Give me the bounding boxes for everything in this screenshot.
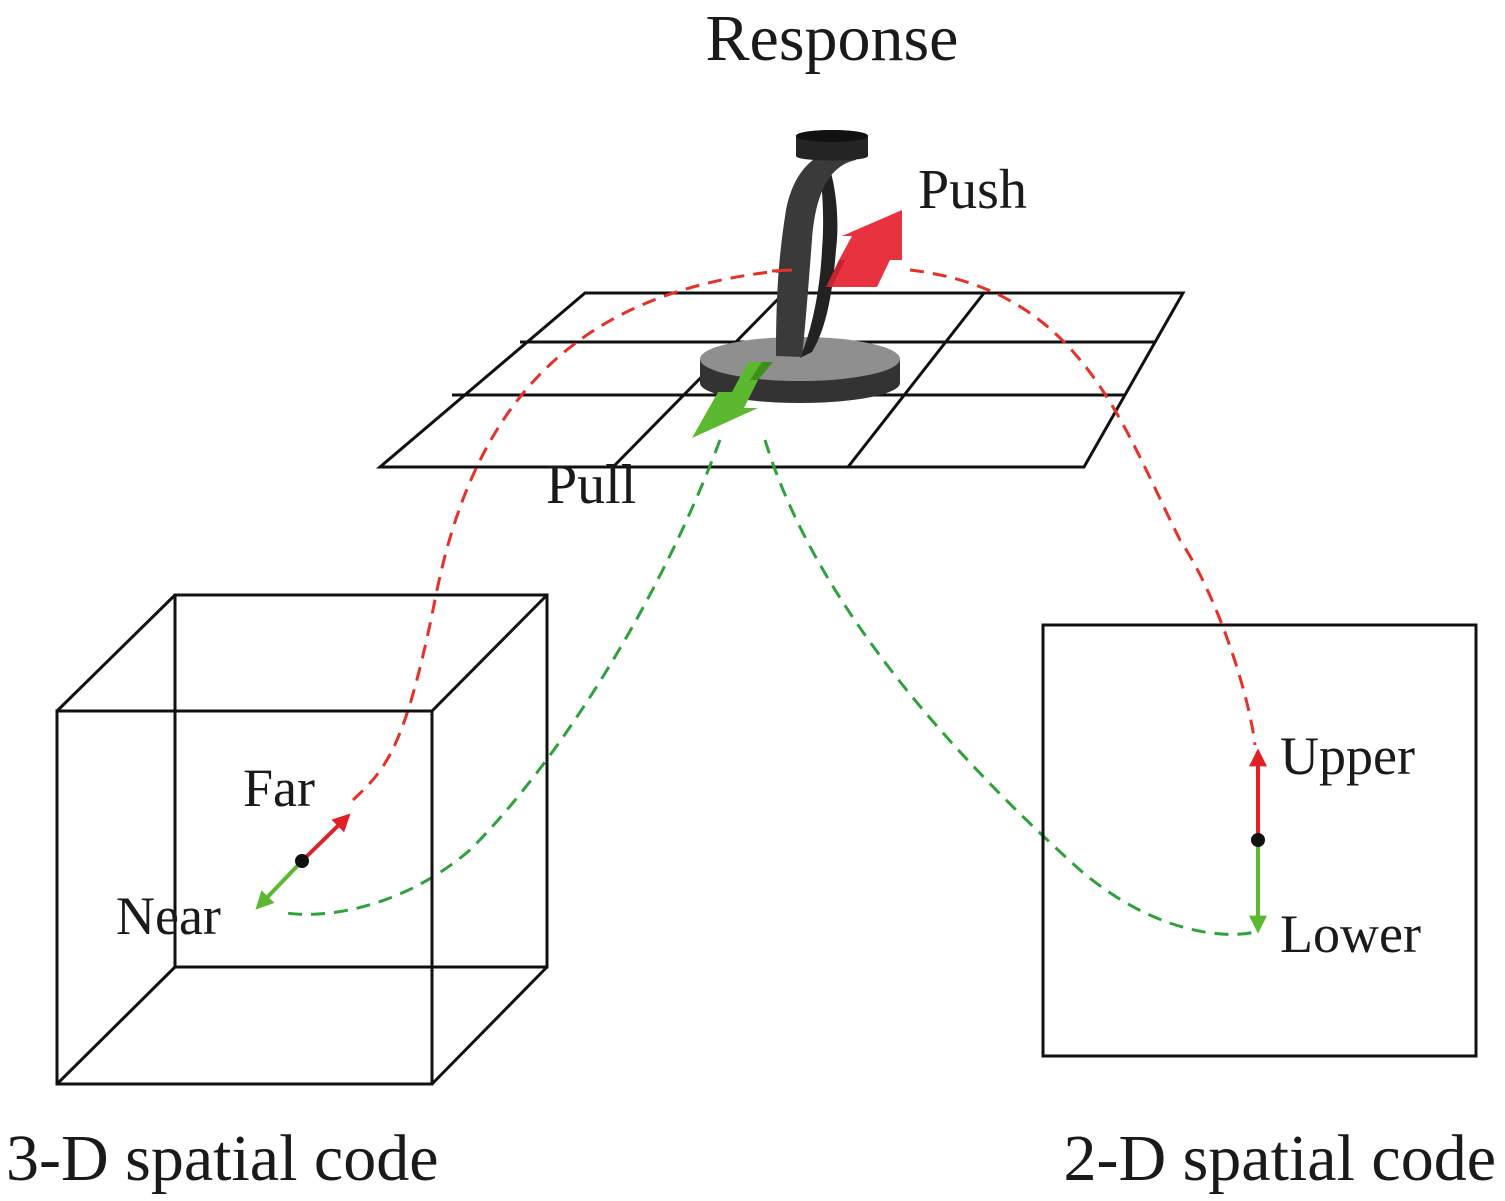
arrow-down-left-icon bbox=[692, 362, 773, 438]
pull-label: Pull bbox=[546, 454, 636, 516]
caption-2d: 2-D spatial code bbox=[1063, 1122, 1496, 1195]
pull-lower-curve bbox=[763, 439, 1256, 936]
push-upper-curve bbox=[909, 268, 1257, 746]
title-label: Response bbox=[706, 2, 959, 75]
upper-label: Upper bbox=[1280, 726, 1415, 786]
pull-near-curve bbox=[279, 439, 722, 916]
push-label: Push bbox=[918, 159, 1027, 221]
caption-3d: 3-D spatial code bbox=[6, 1122, 439, 1195]
lower-label: Lower bbox=[1280, 904, 1421, 964]
mapping-curves bbox=[279, 268, 1257, 936]
arrow-up-right-icon bbox=[826, 210, 902, 287]
cube-3d bbox=[55, 593, 549, 1086]
near-label: Near bbox=[116, 886, 221, 946]
push-far-curve bbox=[351, 268, 791, 802]
vertical-arrows bbox=[1249, 748, 1267, 934]
depth-arrows bbox=[255, 813, 351, 910]
far-label: Far bbox=[243, 758, 315, 818]
square-2d bbox=[1041, 623, 1478, 1058]
